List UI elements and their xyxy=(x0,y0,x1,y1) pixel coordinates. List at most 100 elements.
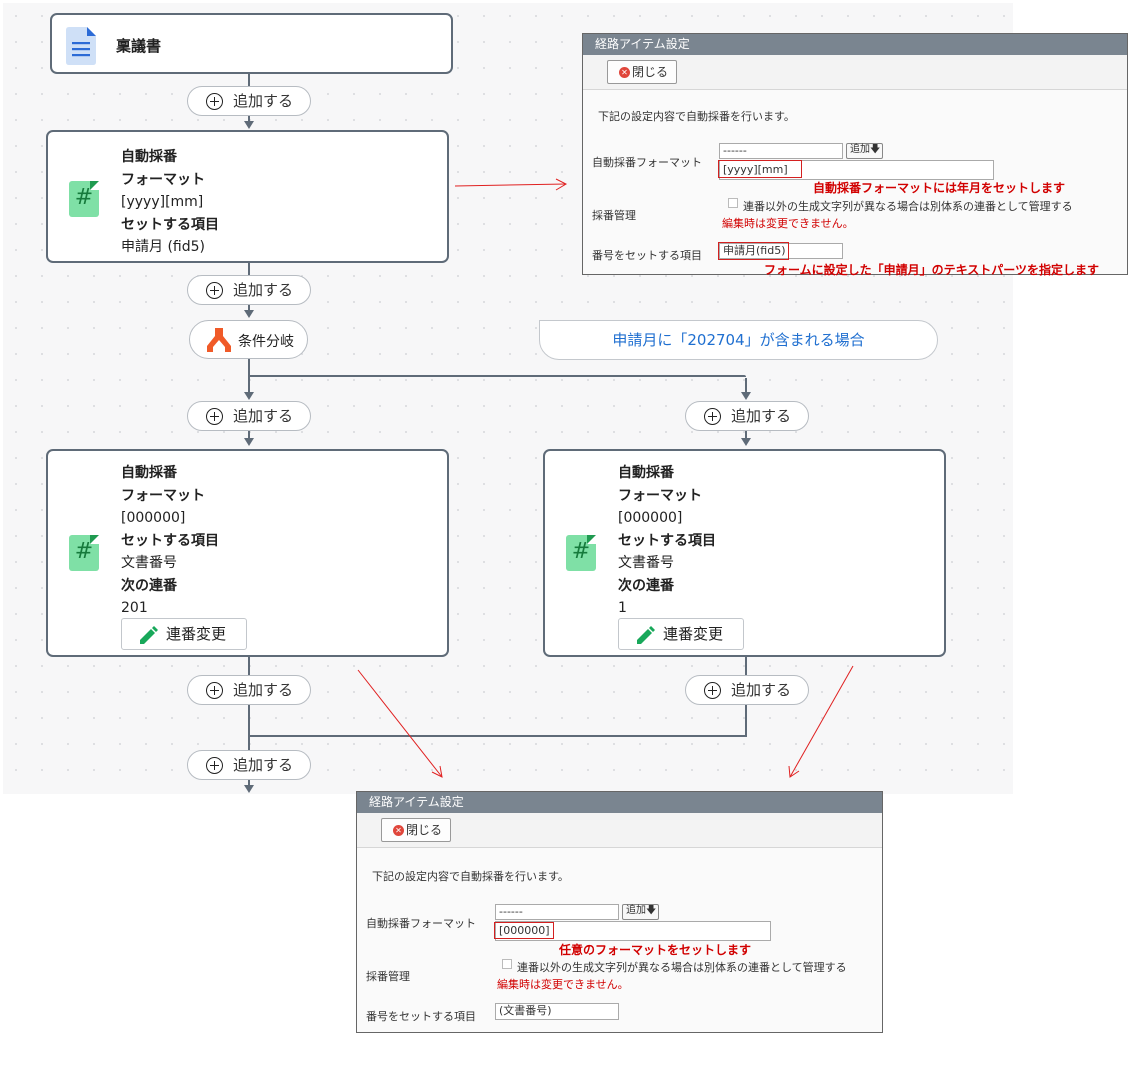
auto-number-card[interactable]: # 自動採番 フォーマット [yyyy][mm] セットする項目 申請月 (fi… xyxy=(46,130,449,263)
set-item-label: セットする項目 xyxy=(121,532,219,549)
highlight-box xyxy=(718,160,802,178)
close-icon: ✕ xyxy=(393,825,404,836)
add-button[interactable]: 追加する xyxy=(685,675,809,705)
condition-label[interactable]: 申請月に「202704」が含まれる場合 xyxy=(539,320,938,360)
connector xyxy=(248,705,250,750)
hash-icon: # xyxy=(69,535,99,571)
add-circle-icon xyxy=(704,408,721,425)
hash-icon: # xyxy=(69,181,99,217)
arrow-down-icon: 🡇 xyxy=(870,144,881,155)
next-number-label: 次の連番 xyxy=(618,577,674,594)
connector xyxy=(248,74,250,86)
intro-text: 下記の設定内容で自動採番を行います。 xyxy=(372,870,569,883)
connector xyxy=(248,115,250,122)
pencil-icon xyxy=(140,626,158,644)
connector xyxy=(248,657,250,675)
set-item-input[interactable]: 申請月(fid5) xyxy=(719,243,843,259)
close-icon: ✕ xyxy=(619,67,630,78)
next-number-label: 次の連番 xyxy=(121,577,177,594)
connector-arrow xyxy=(741,392,751,400)
format-add-button[interactable]: 追加🡇 xyxy=(622,904,659,920)
format-value: [000000] xyxy=(618,510,683,526)
close-button[interactable]: ✕閉じる xyxy=(607,60,677,84)
add-circle-icon xyxy=(206,682,223,699)
format-label: フォーマット xyxy=(618,487,702,504)
add-circle-icon xyxy=(206,282,223,299)
warning-text: 編集時は変更できません。 xyxy=(497,978,629,991)
add-button[interactable]: 追加する xyxy=(187,675,311,705)
format-input[interactable]: [yyyy][mm] xyxy=(719,160,994,180)
format-input[interactable]: [000000] xyxy=(495,921,771,941)
dialog-toolbar: ✕閉じる xyxy=(583,55,1127,90)
dialog-body: 下記の設定内容で自動採番を行います。 自動採番フォーマット ------ 追加🡇… xyxy=(357,848,882,1032)
auto-number-card[interactable]: # 自動採番 フォーマット [000000] セットする項目 文書番号 次の連番… xyxy=(543,449,946,657)
mgmt-label: 採番管理 xyxy=(366,970,410,983)
merge-connector xyxy=(248,735,747,737)
connector-arrow xyxy=(244,392,254,400)
format-label: フォーマット xyxy=(121,487,205,504)
add-circle-icon xyxy=(206,757,223,774)
route-item-settings-dialog: 経路アイテム設定 ✕閉じる 下記の設定内容で自動採番を行います。 自動採番フォー… xyxy=(356,791,883,1033)
set-item-input[interactable]: (文書番号) xyxy=(495,1003,619,1020)
branch-label: 条件分岐 xyxy=(238,334,294,350)
format-label: 自動採番フォーマット xyxy=(592,156,702,169)
set-item-value: 申請月 (fid5) xyxy=(121,239,205,255)
format-label: 自動採番フォーマット xyxy=(366,917,476,930)
dialog-header: 経路アイテム設定 xyxy=(357,792,882,813)
route-item-settings-dialog: 経路アイテム設定 ✕閉じる 下記の設定内容で自動採番を行います。 自動採番フォー… xyxy=(582,33,1128,277)
document-title: 稟議書 xyxy=(116,37,162,55)
set-item-value: 文書番号 xyxy=(121,555,177,571)
arrow-down-icon: 🡇 xyxy=(646,905,657,916)
note-format: 任意のフォーマットをセットします xyxy=(559,943,752,957)
connector-arrow xyxy=(244,310,254,318)
format-select[interactable]: ------ xyxy=(719,143,843,159)
branch-icon xyxy=(207,328,231,352)
document-card[interactable]: 稟議書 xyxy=(50,13,453,74)
card-title: 自動採番 xyxy=(618,465,674,481)
format-add-button[interactable]: 追加🡇 xyxy=(846,143,883,159)
warning-text: 編集時は変更できません。 xyxy=(722,217,854,230)
highlight-box xyxy=(494,922,554,939)
edit-sequence-button[interactable]: 連番変更 xyxy=(121,618,247,650)
add-button[interactable]: 追加する xyxy=(685,401,809,431)
format-label: フォーマット xyxy=(121,171,205,188)
arrow-head xyxy=(555,178,568,191)
document-icon xyxy=(66,27,96,65)
connector xyxy=(248,304,250,312)
arrow-head xyxy=(788,765,800,778)
auto-number-card[interactable]: # 自動採番 フォーマット [000000] セットする項目 文書番号 次の連番… xyxy=(46,449,449,657)
set-item-value: 文書番号 xyxy=(618,555,674,571)
add-button[interactable]: 追加する xyxy=(187,86,311,116)
add-button[interactable]: 追加する xyxy=(187,750,311,780)
add-button[interactable]: 追加する xyxy=(187,275,311,305)
connector xyxy=(248,431,250,439)
connector xyxy=(745,705,747,735)
dialog-header: 経路アイテム設定 xyxy=(583,34,1127,55)
edit-sequence-button[interactable]: 連番変更 xyxy=(618,618,744,650)
card-title: 自動採番 xyxy=(121,149,177,165)
separate-sequence-checkbox[interactable] xyxy=(502,959,512,969)
format-value: [000000] xyxy=(121,510,186,526)
highlight-box xyxy=(718,242,789,260)
add-button[interactable]: 追加する xyxy=(187,401,311,431)
branch-connector xyxy=(248,375,740,377)
checkbox-text: 連番以外の生成文字列が異なる場合は別体系の連番として管理する xyxy=(743,200,1073,213)
arrow-to-dialog2 xyxy=(789,665,854,778)
add-circle-icon xyxy=(206,408,223,425)
format-select[interactable]: ------ xyxy=(495,904,619,920)
separate-sequence-checkbox[interactable] xyxy=(728,198,738,208)
arrow-to-dialog1 xyxy=(454,183,567,187)
note-set-item: フォームに設定した「申請月」のテキストパーツを指定します xyxy=(764,263,1100,277)
set-label: 番号をセットする項目 xyxy=(366,1010,476,1023)
dialog-toolbar: ✕閉じる xyxy=(357,813,882,848)
checkbox-text: 連番以外の生成文字列が異なる場合は別体系の連番として管理する xyxy=(517,961,847,974)
hash-icon: # xyxy=(566,535,596,571)
set-label: 番号をセットする項目 xyxy=(592,249,702,262)
close-button[interactable]: ✕閉じる xyxy=(381,818,451,842)
connector xyxy=(248,263,250,275)
connector xyxy=(745,657,747,675)
branch-button[interactable]: 条件分岐 xyxy=(189,320,308,359)
format-value: [yyyy][mm] xyxy=(121,194,204,210)
branch-connector xyxy=(745,378,747,393)
